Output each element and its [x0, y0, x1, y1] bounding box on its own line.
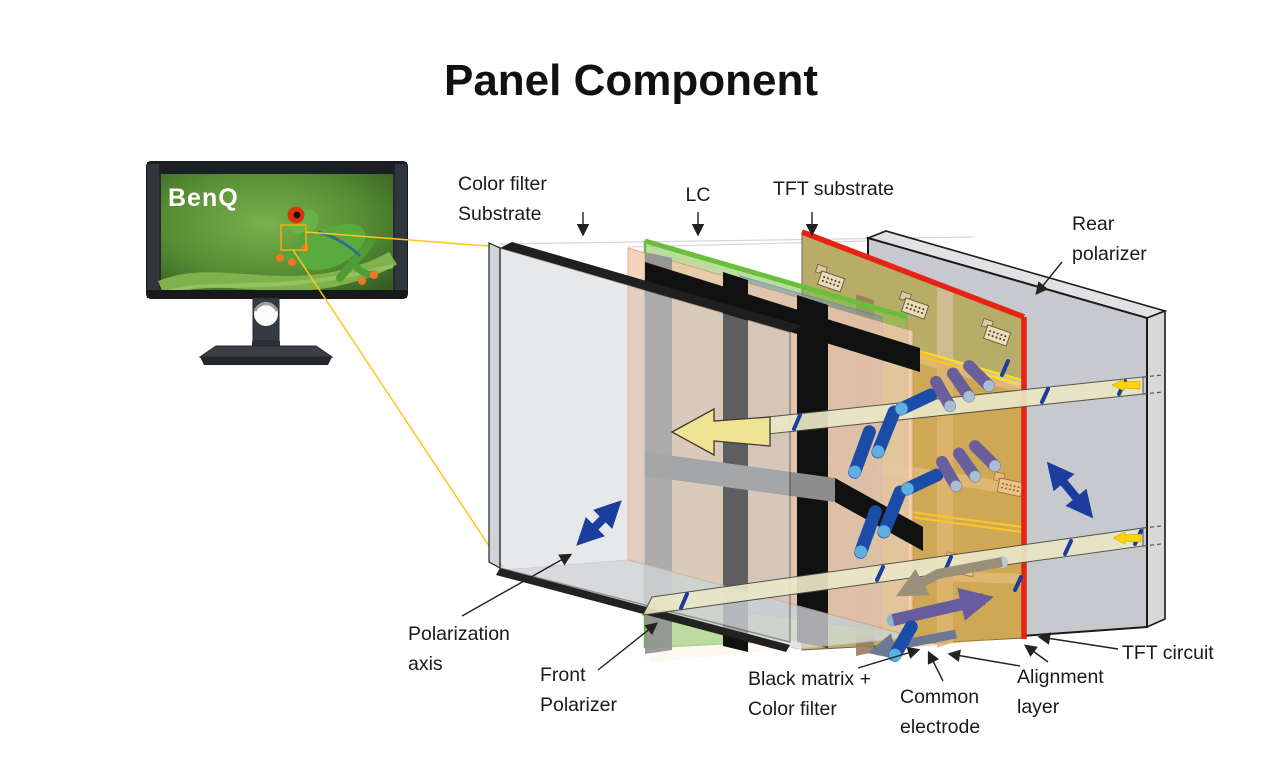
zoom-lines [292, 231, 504, 568]
light-beam-lower [642, 525, 1162, 616]
polarization-axis-arrow-rear [1046, 461, 1094, 519]
label-alignment-layer-2: layer [1017, 696, 1060, 718]
leader-tft-circuit [1037, 632, 1119, 650]
labels: Color filter Substrate LC TFT substrate … [408, 173, 1214, 738]
leader-alignment-layer-left [947, 649, 1021, 667]
label-common-electrode-1: Common [900, 686, 979, 708]
stand-cable-hole [254, 302, 278, 326]
polarization-axis-arrow-front [576, 500, 622, 546]
front-polarizer-panel [488, 242, 802, 652]
leader-black-matrix [857, 646, 921, 669]
leader-rear-polarizer [1035, 261, 1063, 295]
black-matrix-bars [645, 252, 923, 654]
alignment-layer-edge-top [801, 229, 1025, 320]
page-title: Panel Component [444, 56, 818, 105]
label-alignment-layer-1: Alignment [1017, 666, 1104, 688]
monitor-hood-left [147, 164, 159, 296]
label-front-polarizer-2: Polarizer [540, 694, 617, 716]
incoming-light-arrow-lower [1112, 531, 1142, 545]
lc-molecules [846, 357, 1023, 665]
label-polarization-axis-1: Polarization [408, 623, 510, 645]
label-black-matrix-1: Black matrix + [748, 668, 871, 690]
label-lc: LC [686, 184, 711, 206]
monitor-hood-right [395, 164, 407, 296]
transmitted-light-arrow [670, 407, 771, 457]
label-front-polarizer-1: Front [540, 664, 586, 686]
label-rear-polarizer-2: polarizer [1072, 243, 1147, 265]
vine-highlight [160, 264, 394, 296]
label-rear-polarizer-1: Rear [1072, 213, 1115, 235]
leader-front-polarizer [597, 622, 658, 671]
benq-logo: BenQ [168, 184, 239, 212]
monitor-stand-base [198, 345, 334, 358]
label-color-filter-substrate-2: Substrate [458, 203, 541, 225]
leader-common-electrode [927, 650, 944, 682]
label-color-filter-substrate-1: Color filter [458, 173, 547, 195]
benq-monitor: BenQ [146, 161, 408, 365]
leader-alignment-layer-right [1023, 644, 1049, 663]
molecule-cluster-upper [846, 357, 1010, 481]
leader-polarization-axis [461, 553, 573, 617]
label-tft-substrate: TFT substrate [773, 178, 894, 200]
label-common-electrode-2: electrode [900, 716, 980, 738]
monitor-hood-top [147, 162, 407, 174]
monitor-stand-base-front [200, 357, 332, 365]
monitor-bottom-strip [147, 290, 407, 298]
label-tft-circuit: TFT circuit [1122, 642, 1214, 664]
label-polarization-axis-2: axis [408, 653, 443, 675]
incoming-light-arrow-upper [1111, 378, 1141, 392]
label-black-matrix-2: Color filter [748, 698, 837, 720]
leader-lines [461, 212, 1119, 682]
molecule-cluster-lower [868, 556, 1023, 665]
